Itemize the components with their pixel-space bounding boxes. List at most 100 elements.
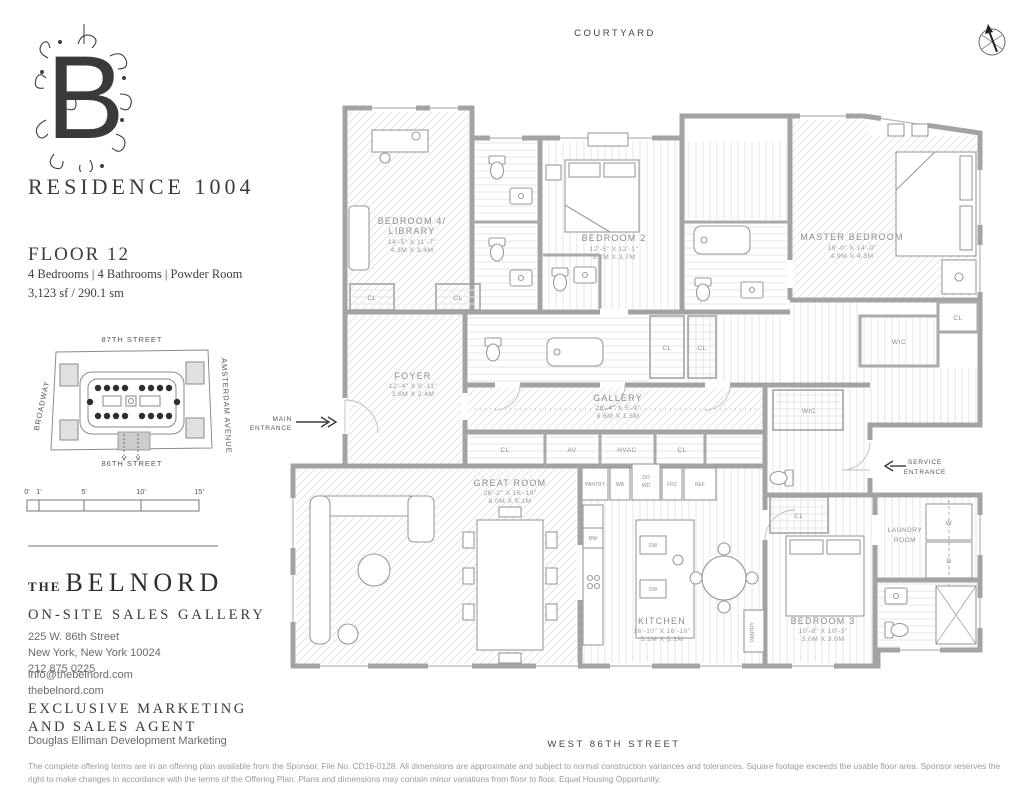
agent-heading: EXCLUSIVE MARKETING AND SALES AGENT <box>28 700 247 736</box>
foyer-metric: 3.8M X 2.4M <box>392 391 435 398</box>
master-floor <box>793 119 868 297</box>
master-name: MASTER BEDROOM <box>800 232 903 242</box>
gallery-metric: 8.6M X 1.5M <box>597 413 640 420</box>
brand-the: THE <box>28 579 62 594</box>
bedroom3-name: BEDROOM 3 <box>791 616 856 626</box>
unit-area: 3,123 sf / 290.1 sm <box>28 286 124 300</box>
kitchen-appliance-row <box>581 463 765 653</box>
unit-features: 4 Bedrooms | 4 Bathrooms | Powder Room <box>28 267 243 281</box>
frz-label: FRZ <box>667 482 677 488</box>
wr-label: WR <box>616 482 625 488</box>
room-labels: BEDROOM 4/ LIBRARY 14'-5" X 11'-7" 4.3M … <box>378 216 922 643</box>
belnord-logo: B <box>34 24 132 172</box>
sidebar-divider <box>28 545 218 547</box>
bedroom4-name: BEDROOM 4/ <box>378 216 447 226</box>
unit-location-highlight <box>117 431 151 451</box>
cl-label: CL <box>500 447 509 454</box>
sales-gallery-address: 225 W. 86th Street New York, New York 10… <box>28 630 161 678</box>
great-room-dims: 26'-2" X 16'-10" <box>483 490 536 497</box>
cl-label: CL <box>677 447 686 454</box>
hvac-label: HVAC <box>617 447 637 454</box>
agent-heading-line1: EXCLUSIVE MARKETING <box>28 701 247 717</box>
logo-letter: B <box>46 32 125 164</box>
email-link: info@thebelnord.com <box>28 669 133 681</box>
sales-gallery-heading: ON-SITE SALES GALLERY <box>28 607 266 623</box>
gallery-dims: 28'-4" X 5'-0" <box>596 405 641 412</box>
small-labels: CL CL CL CL CL CL CL CL AV HVAC WIC WIC … <box>367 295 962 642</box>
windows <box>289 104 984 670</box>
kitchen-dims: 16'-10" X 16'-10" <box>633 628 690 635</box>
master-metric: 4.9M X 4.3M <box>831 253 874 260</box>
main-entrance-marker: MAIN ENTRANCE <box>250 416 338 432</box>
scale-tick-10: 10' <box>136 487 146 496</box>
do-label: DO <box>642 475 650 481</box>
phone-number: 212 875 0225 <box>28 662 96 675</box>
bedroom2-dims: 12'-5" X 12'-1" <box>590 246 639 253</box>
scale-tick-1: 1' <box>36 487 42 496</box>
kitchen-name: KITCHEN <box>638 616 686 626</box>
great-room-metric: 8.0M X 5.1M <box>489 498 532 505</box>
mw-label: MW <box>589 536 598 542</box>
laundry-name2: ROOM <box>894 537 916 544</box>
bedroom3-metric: 3.0M X 3.0M <box>802 636 845 643</box>
address-line2: New York, New York 10024 <box>28 646 161 659</box>
av-label: AV <box>567 447 576 454</box>
residence-title: RESIDENCE 1004 <box>28 174 255 199</box>
site-map-east-street: AMSTERDAM AVENUE <box>219 358 233 454</box>
scale-tick-15: 15' <box>194 487 204 496</box>
wic-label: WIC <box>802 408 816 415</box>
logo-flourishes <box>34 34 132 172</box>
bedroom2-name: BEDROOM 2 <box>582 233 647 243</box>
website-link: thebelnord.com <box>28 684 104 697</box>
closets <box>349 283 844 534</box>
contact-links: info@thebelnord.com thebelnord.com <box>28 668 133 700</box>
foyer-name: FOYER <box>394 371 431 381</box>
cl-label: CL <box>453 295 462 302</box>
gallery-name: GALLERY <box>593 393 643 403</box>
bedroom3-dims: 10'-8" X 10'-3" <box>799 628 848 635</box>
hidden-lines <box>475 408 950 585</box>
courtyard-trees <box>86 384 181 420</box>
site-map-south-street: 86TH STREET <box>101 459 162 468</box>
address-line1: 225 W. 86th Street <box>28 631 120 643</box>
pantry-label: PANTRY <box>585 482 605 488</box>
dw-label: DW <box>649 543 658 549</box>
foyer-floor <box>348 315 462 463</box>
washer-label: W <box>946 520 953 527</box>
cl-label: CL <box>662 345 671 352</box>
bedroom2-metric: 3.7M X 3.7M <box>593 254 636 261</box>
bedroom4-metric: 4.3M X 3.4M <box>391 247 434 254</box>
agent-heading-line2: AND SALES AGENT <box>28 719 197 736</box>
bedroom4-dims: 14'-5" X 11'-7" <box>388 239 437 246</box>
cl-label: CL <box>697 345 706 352</box>
main-entrance-label1: MAIN <box>273 416 292 423</box>
scale-bar: 0' 1' 5' 10' 15' <box>24 487 204 512</box>
ref-label: REF <box>695 482 705 488</box>
floor-label: FLOOR 12 <box>28 244 131 265</box>
dryer-label: D <box>946 558 951 565</box>
scale-tick-0: 0' <box>24 487 30 496</box>
cl-label: CL <box>367 295 376 302</box>
furniture <box>309 123 977 664</box>
pantry-label: PANTRY <box>750 621 756 641</box>
site-key-map: 87TH STREET 86TH STREET BROADWAY AMSTERD… <box>32 335 234 468</box>
west-86th-street-label: WEST 86TH STREET <box>547 739 680 750</box>
service-entrance-label2: ENTRANCE <box>904 469 946 476</box>
cl-label: CL <box>953 315 962 322</box>
kitchen-metric: 5.1M X 5.1M <box>641 636 684 643</box>
site-map-west-street: BROADWAY <box>32 380 51 432</box>
foyer-dims: 12'-4" X 8'-11" <box>389 383 438 390</box>
legal-disclaimer: The complete offering terms are in an of… <box>28 761 1001 785</box>
service-entrance-label1: SERVICE <box>908 459 942 466</box>
main-entrance-label2: ENTRANCE <box>250 425 292 432</box>
master-dims: 16'-0" X 14'-0" <box>828 245 877 252</box>
wd-label: WD <box>642 483 651 489</box>
courtyard-label: COURTYARD <box>574 28 656 39</box>
great-room-name: GREAT ROOM <box>474 478 547 488</box>
agent-name: Douglas Elliman Development Marketing <box>28 735 227 747</box>
cl-label: CL <box>794 513 803 520</box>
scale-tick-5: 5' <box>81 487 87 496</box>
dw-label: DW <box>649 587 658 593</box>
